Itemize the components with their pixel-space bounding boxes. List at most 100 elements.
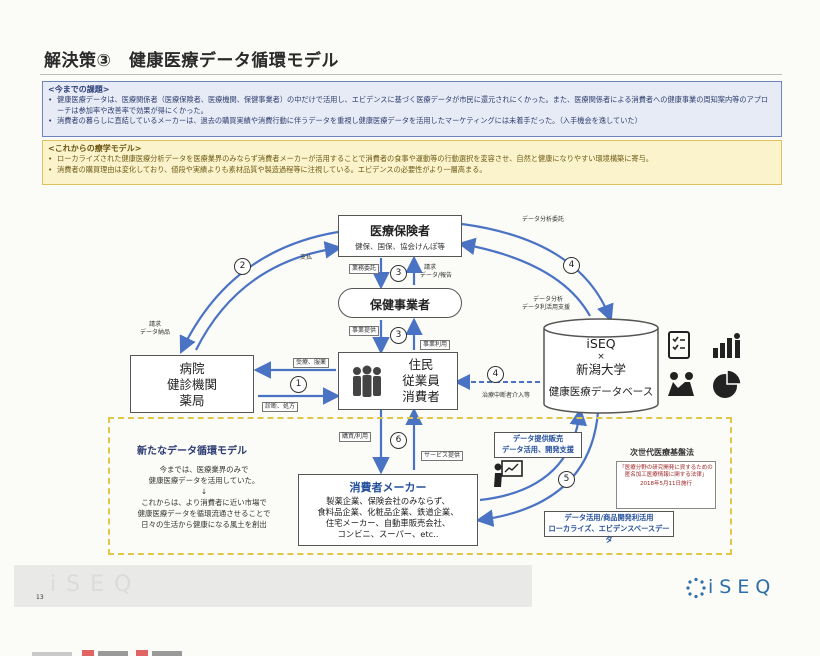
iseq-node: iSEQ × 新潟大学 健康医療データベース <box>542 336 660 399</box>
future-item: 消費者の購買理由は変化しており、値段や実績よりも素材品質や製造過程等に注視してい… <box>47 165 775 176</box>
label-service: サービス提供 <box>421 451 464 461</box>
resident-line1: 住民 <box>408 357 434 372</box>
consumer-maker-line: 食料品企業、化粧品企業、鉄道企業、 <box>317 507 459 517</box>
issue-item: 消費者の暮らしに直結しているメーカーは、過去の購買実績や消費行動に伴うデータを重… <box>47 116 775 127</box>
issues-list: 健康医療データは、医療関係者（医療保険者、医療機関、保健事業者）の中だけで活用し… <box>47 95 775 127</box>
hospital-line3: 薬局 <box>179 393 205 408</box>
data-product-tag: データ活用/商品開発利活用 ローカライズ、エビデンスベースデータ <box>544 511 674 544</box>
step-number-4a: 4 <box>563 257 580 274</box>
label-business-commission: 業務委託 <box>349 264 380 274</box>
database-cylinder-icon <box>543 318 659 414</box>
label-business-use: 事業利用 <box>420 340 451 350</box>
people-icon <box>353 365 381 397</box>
step-number-2: 2 <box>234 258 251 275</box>
hospital-line2: 健診機関 <box>166 377 217 392</box>
growth-icon <box>713 333 740 358</box>
logo-text: iSEQ <box>708 576 777 598</box>
label-purchase: 購買/利用 <box>339 432 372 442</box>
iseq-line2: × <box>597 352 605 362</box>
future-heading: <これからの療学モデル> <box>48 144 142 153</box>
data-sales-tag: データ提供販売 データ活用、開発支援 <box>494 432 582 458</box>
law-title: 次世代医療基盤法 <box>630 448 694 457</box>
step-number-6: 6 <box>390 432 407 449</box>
meeting-icon <box>668 372 694 396</box>
step-number-4b: 4 <box>487 366 504 383</box>
law-date: 2018年5月11日施行 <box>640 481 692 487</box>
consumer-maker-node: 消費者メーカー 製薬企業、保険会社のみならず、 食料品企業、化粧品企業、鉄道企業… <box>298 474 478 546</box>
new-model-line: これからは、より消費者に近い市場で <box>141 498 267 507</box>
future-box: <これからの療学モデル> ローカライズされた健康医療分析データを医療業界のみなら… <box>42 140 782 185</box>
step-number-5: 5 <box>558 471 575 488</box>
cut-off-bottom-text <box>32 650 182 656</box>
resident-line3: 消費者 <box>402 389 440 404</box>
new-model-line: 健康医療データを循環流通させることで <box>137 509 271 518</box>
label-analysis-2: データ利活用支援 <box>522 304 571 311</box>
title-divider <box>40 74 782 75</box>
resident-line2: 従業員 <box>402 373 440 388</box>
arrow-consumer-to-iseq <box>479 407 588 502</box>
label-analysis-1: データ分析 <box>533 296 564 303</box>
page-number: 13 <box>36 594 44 601</box>
new-model-line: 健康医療データを活用していた。 <box>148 476 260 485</box>
health-business-title: 保健事業者 <box>369 298 430 312</box>
label-diagnosis: 診断、処方 <box>262 402 299 412</box>
checklist-icon <box>668 331 690 359</box>
insurer-sub: 健保、国保、協会けんぽ等 <box>355 242 445 251</box>
new-model-arrow: ↓ <box>200 487 208 496</box>
resident-node: 住民 従業員 消費者 <box>338 352 458 410</box>
consumer-maker-line: コンビニ、スーパー、etc.. <box>337 529 439 539</box>
iseq-line3: 新潟大学 <box>575 362 626 377</box>
consumer-maker-title: 消費者メーカー <box>349 481 427 494</box>
data-product-line: ローカライズ、エビデンスベースデータ <box>548 524 670 544</box>
new-model-line: 日々の生活から健康になる風土を創出 <box>141 520 267 529</box>
step-number-3a: 3 <box>390 265 407 282</box>
label-business-provide: 事業提供 <box>349 326 380 336</box>
label-data-request: データ分析委託 <box>522 216 565 223</box>
law-description: 「医療分野の研究開発に資するための匿名加工医療情報に関する法律」 <box>619 465 713 478</box>
label-payment: 支払 <box>300 254 313 261</box>
iseq-line4: 健康医療データベース <box>548 386 654 398</box>
data-product-line: データ活用/商品開発利活用 <box>564 513 654 522</box>
consumer-maker-line: 製薬企業、保険会社のみならず、 <box>326 496 450 506</box>
label-consult: 受療、服薬 <box>293 358 330 368</box>
step-number-3b: 3 <box>390 327 407 344</box>
issues-box: <今までの課題> 健康医療データは、医療関係者（医療保険者、医療機関、保健事業者… <box>42 81 782 137</box>
health-business-node: 保健事業者 <box>338 288 462 318</box>
future-item: ローカライズされた健康医療分析データを医療業界のみならず消費者メーカーが活用する… <box>47 154 775 165</box>
label-billing-2: データ/報告 <box>420 272 453 279</box>
scanned-footer-band <box>14 565 532 607</box>
law-box: 「医療分野の研究開発に資するための匿名加工医療情報に関する法律」 2018年5月… <box>616 461 716 509</box>
presentation-icon <box>494 460 523 487</box>
future-list: ローカライズされた健康医療分析データを医療業界のみならず消費者メーカーが活用する… <box>47 154 775 175</box>
consumer-maker-line: 住宅メーカー、自動車販売会社、 <box>325 518 451 528</box>
faded-footer-text: iSEQ <box>50 572 142 597</box>
step-number-1: 1 <box>290 376 307 393</box>
issue-item: 健康医療データは、医療関係者（医療保険者、医療機関、保健事業者）の中だけで活用し… <box>47 95 775 116</box>
logo-mark-icon <box>686 577 706 599</box>
iseq-line1: iSEQ <box>586 336 616 351</box>
iseq-logo: iSEQ <box>686 575 786 601</box>
data-sales-line: データ提供販売 <box>512 434 564 443</box>
new-model-body: 今までは、医療業界のみで 健康医療データを活用していた。 ↓ これからは、より消… <box>120 464 288 530</box>
right-icons <box>668 331 742 398</box>
new-model-line: 今までは、医療業界のみで <box>159 465 249 474</box>
issues-heading: <今までの課題> <box>48 85 110 94</box>
label-bill-data-1: 請求 <box>149 321 162 328</box>
hospital-line1: 病院 <box>179 361 205 376</box>
consumer-maker-body: 製薬企業、保険会社のみならず、 食料品企業、化粧品企業、鉄道企業、 住宅メーカー… <box>299 496 477 540</box>
arrow-hospital-to-insurer <box>195 241 343 351</box>
page-title: 解決策③ 健康医療データ循環モデル <box>44 51 339 71</box>
label-billing-1: 請求 <box>424 264 437 271</box>
hospital-node: 病院 健診機関 薬局 <box>130 355 254 413</box>
data-sales-line: データ活用、開発支援 <box>502 445 574 454</box>
pie-chart-icon <box>713 369 742 398</box>
insurer-node: 医療保険者 健保、国保、協会けんぽ等 <box>338 215 462 257</box>
label-bill-data-2: データ納品 <box>140 329 171 336</box>
arrow-insurer-to-iseq <box>461 222 614 323</box>
arrow-iseq-to-insurer <box>457 237 591 317</box>
insurer-title: 医療保険者 <box>369 224 430 238</box>
new-cycle-region <box>108 417 732 555</box>
new-model-title: 新たなデータ循環モデル <box>137 446 247 457</box>
label-intervention: 治療中断者介入等 <box>482 392 531 399</box>
